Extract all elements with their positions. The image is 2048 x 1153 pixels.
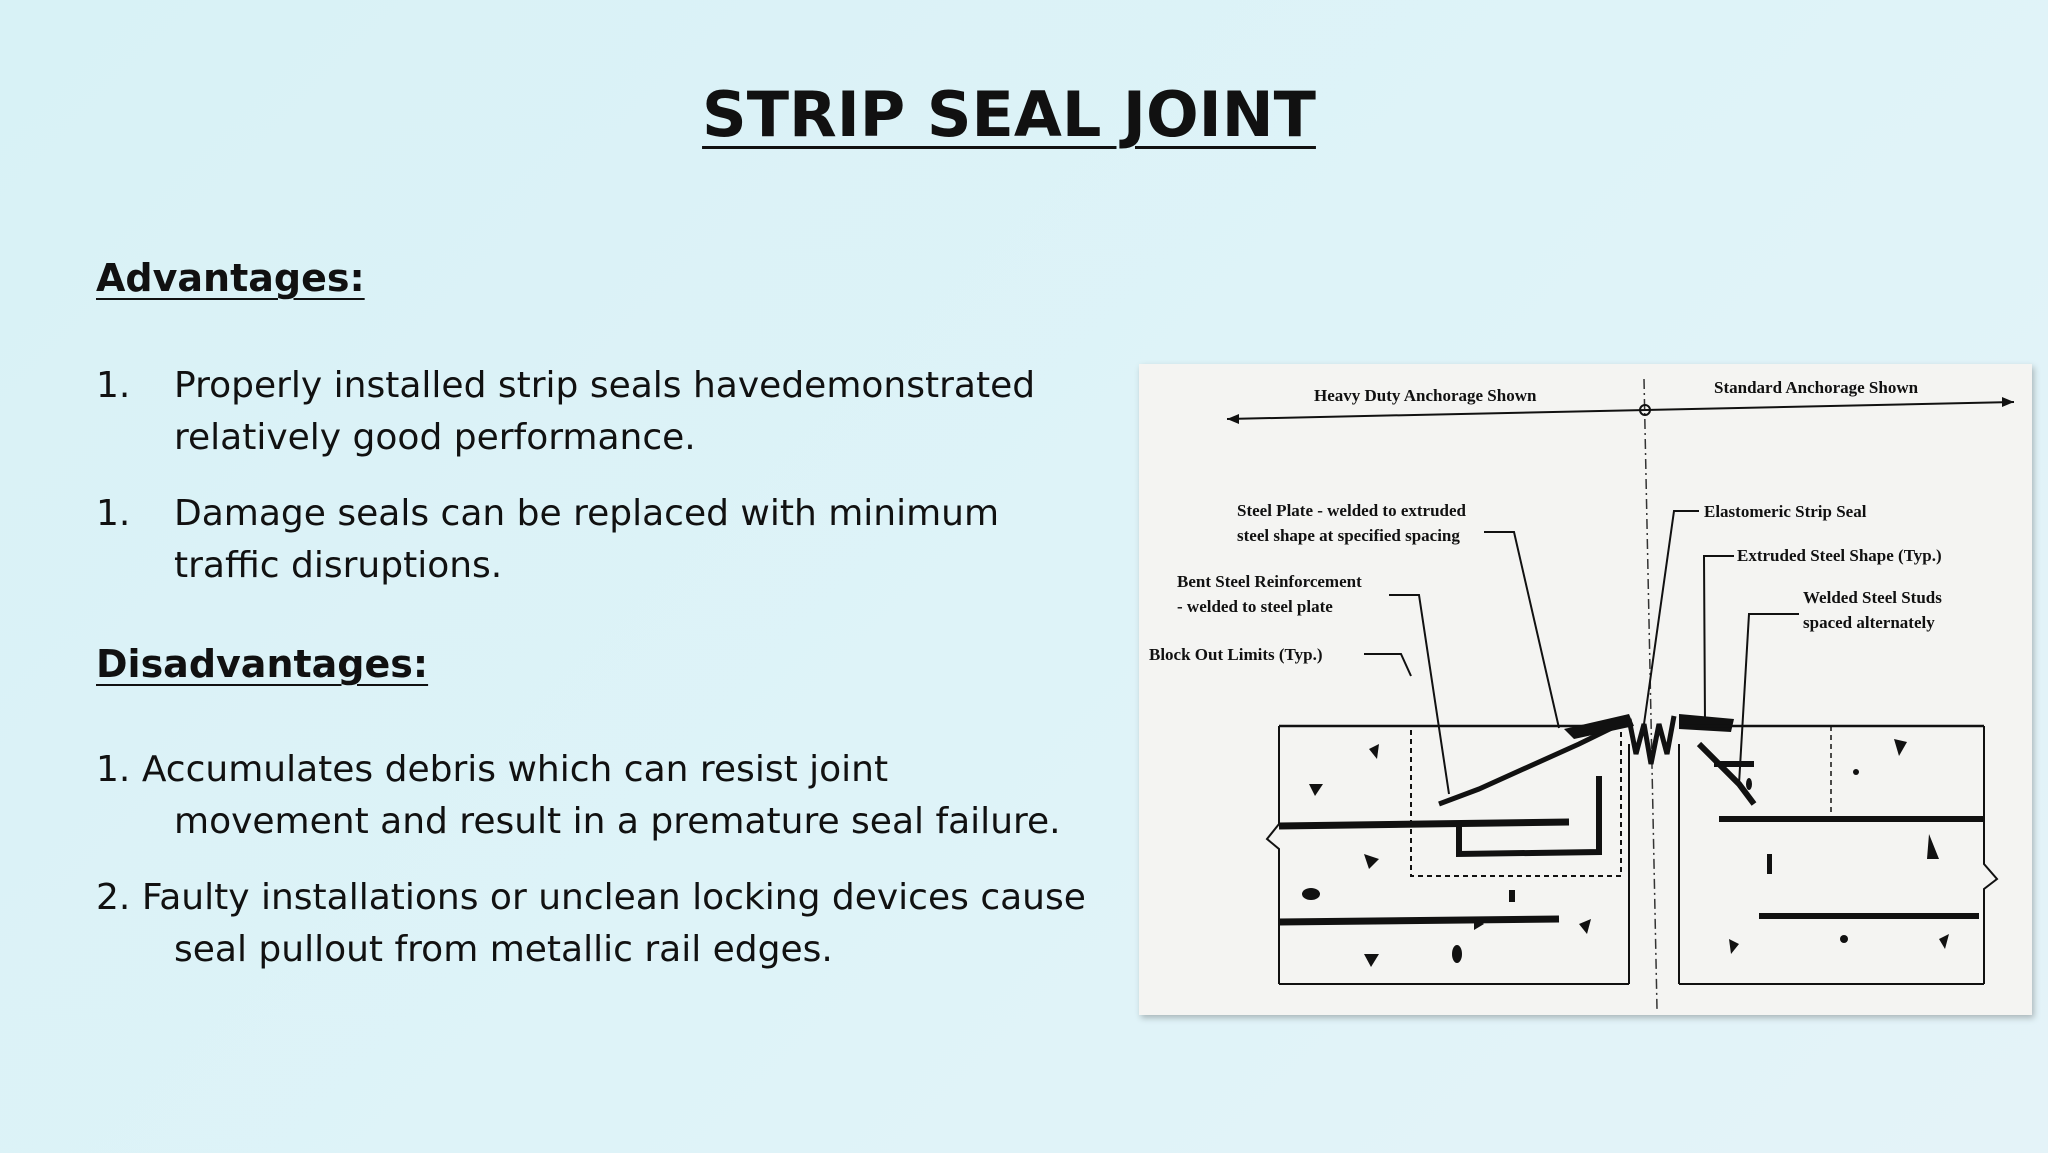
disadvantages-heading: Disadvantages: xyxy=(96,642,429,686)
item-line-2: relatively good performance. xyxy=(174,417,696,458)
item-number: 1. xyxy=(96,365,131,406)
item-line-1: Accumulates debris which can resist join… xyxy=(141,749,889,790)
leader-elastomeric xyxy=(1643,510,1699,725)
center-line xyxy=(1643,378,1658,1010)
advantage-item: 1. Damage seals can be replaced with min… xyxy=(96,488,1116,592)
item-number: 1. xyxy=(96,493,131,534)
dimension-line xyxy=(1226,401,2015,420)
center-marker xyxy=(1639,404,1651,416)
label-welded-2: spaced alternately xyxy=(1803,613,1935,632)
strip-seal-diagram: Heavy Duty Anchorage Shown Standard Anch… xyxy=(1139,364,2032,1015)
leader-block-out xyxy=(1364,653,1412,677)
advantage-item: 1. Properly installed strip seals havede… xyxy=(96,360,1116,464)
label-steel-plate-1: Steel Plate - welded to extruded xyxy=(1237,501,1467,520)
label-extruded: Extruded Steel Shape (Typ.) xyxy=(1737,546,1942,565)
diagram-svg: Heavy Duty Anchorage Shown Standard Anch… xyxy=(1149,378,2015,1010)
slide-title-wrap: STRIP SEAL JOINT xyxy=(0,78,2048,151)
leader-bent-steel xyxy=(1389,594,1450,795)
extruded-shape-left xyxy=(1564,714,1634,739)
label-elastomeric: Elastomeric Strip Seal xyxy=(1704,502,1867,521)
item-line-1: Damage seals can be replaced with minimu… xyxy=(174,493,1000,534)
label-standard: Standard Anchorage Shown xyxy=(1714,378,1919,397)
stud-diagonal xyxy=(1696,741,1757,806)
rebar-top-left xyxy=(1278,818,1570,830)
slide-title: STRIP SEAL JOINT xyxy=(702,78,1316,151)
item-line-1-wrap: 2. Faulty installations or unclean locki… xyxy=(96,872,1116,924)
label-bent-steel-2: - welded to steel plate xyxy=(1177,597,1333,616)
elastomeric-seal xyxy=(1626,715,1677,765)
aggregate-marks xyxy=(1302,739,1949,967)
item-line-2: seal pullout from metallic rail edges. xyxy=(174,929,833,970)
item-line-2: traffic disruptions. xyxy=(174,545,503,586)
arrow-left-icon xyxy=(1227,414,1239,424)
rebar-bottom-left xyxy=(1278,915,1560,926)
leader-welded xyxy=(1738,613,1799,785)
disadvantage-item: 1. Accumulates debris which can resist j… xyxy=(96,744,1116,848)
right-deck-edge xyxy=(1983,726,1999,984)
label-steel-plate-2: steel shape at specified spacing xyxy=(1237,526,1460,545)
item-line-1: Properly installed strip seals havedemon… xyxy=(174,365,1036,406)
item-number: 2. xyxy=(96,877,131,918)
leader-steel-plate xyxy=(1484,531,1560,729)
label-heavy-duty: Heavy Duty Anchorage Shown xyxy=(1314,386,1537,405)
item-number: 1. xyxy=(96,749,131,790)
advantages-heading: Advantages: xyxy=(96,256,365,300)
item-line-2: movement and result in a premature seal … xyxy=(174,801,1061,842)
label-bent-steel-1: Bent Steel Reinforcement xyxy=(1177,572,1362,591)
label-welded-1: Welded Steel Studs xyxy=(1803,588,1942,607)
arrow-right-icon xyxy=(2002,397,2014,407)
item-line-1-wrap: 1. Accumulates debris which can resist j… xyxy=(96,744,1116,796)
label-block-out: Block Out Limits (Typ.) xyxy=(1149,645,1322,664)
leader-extruded xyxy=(1702,555,1734,725)
extruded-shape-right xyxy=(1679,714,1734,732)
bent-reinforcement xyxy=(1456,776,1602,858)
item-line-1: Faulty installations or unclean locking … xyxy=(141,877,1086,918)
disadvantage-item: 2. Faulty installations or unclean locki… xyxy=(96,872,1116,976)
left-deck-edge xyxy=(1265,726,1280,984)
